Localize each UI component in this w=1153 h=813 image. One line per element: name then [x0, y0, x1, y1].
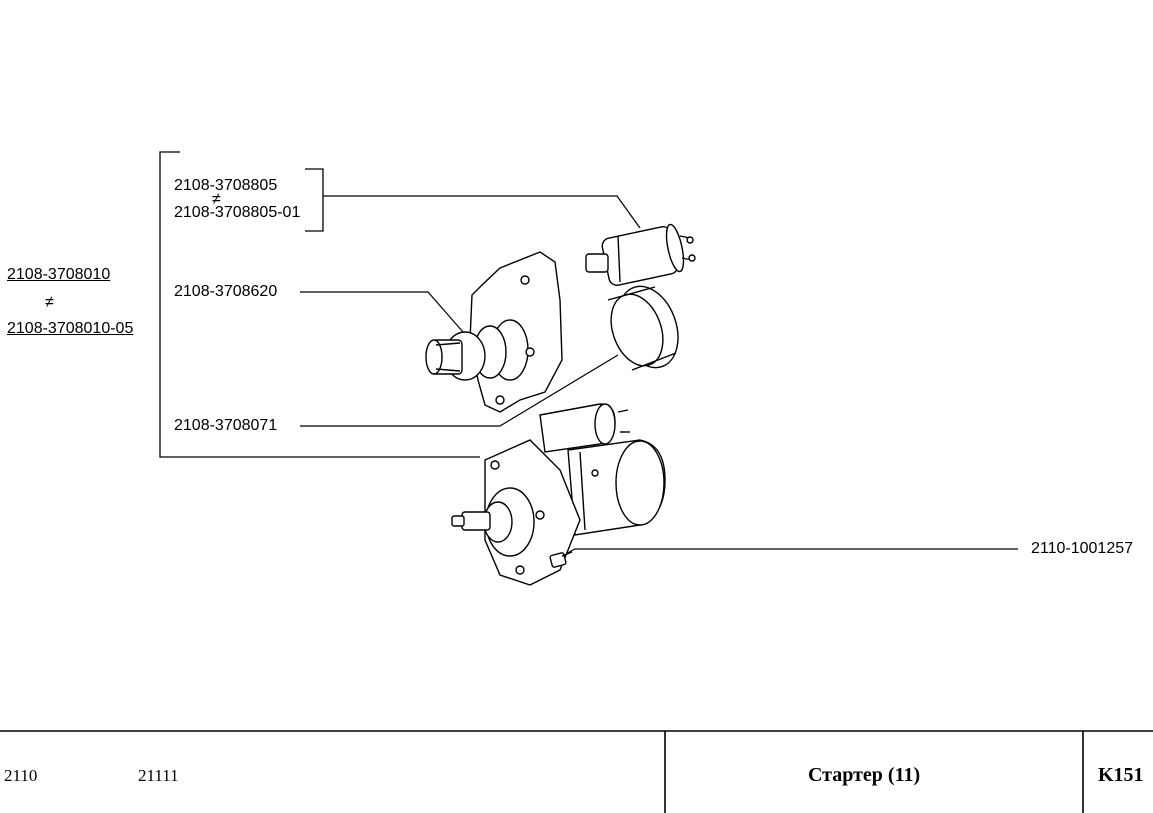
sleeve-illustration [607, 285, 679, 371]
sleeve-part-number: 2108-3708071 [174, 417, 278, 434]
leader-sleeve [300, 354, 619, 427]
leader-bolt [561, 548, 1018, 557]
assembly-not-equal-symbol: ≠ [45, 294, 54, 311]
assembly-part-number: 2108-3708010 [7, 266, 111, 283]
solenoid-bracket [305, 168, 324, 232]
footer-rules [0, 730, 1153, 813]
footer-model-a: 2110 [4, 766, 38, 785]
footer-title: Стартер (11) [808, 764, 921, 786]
bolt-part-number: 2110-1001257 [1031, 540, 1134, 557]
leader-solenoid [323, 195, 641, 229]
footer-model-b: 21111 [138, 766, 179, 785]
starter-illustration [451, 403, 666, 586]
drive-part-number: 2108-3708620 [174, 283, 278, 300]
assembly-alt-part-number: 2108-3708010-05 [7, 320, 134, 337]
solenoid-illustration [585, 223, 696, 286]
drive-illustration [425, 251, 563, 413]
solenoid-alt-part-number: 2108-3708805-01 [174, 204, 301, 221]
assembly-bracket [159, 151, 480, 458]
solenoid-not-equal-symbol: ≠ [212, 191, 221, 208]
bolt-illustration [549, 551, 573, 568]
solenoid-part-number: 2108-3708805 [174, 177, 278, 194]
leader-drive [300, 291, 471, 341]
footer-page-code: K151 [1098, 764, 1144, 786]
